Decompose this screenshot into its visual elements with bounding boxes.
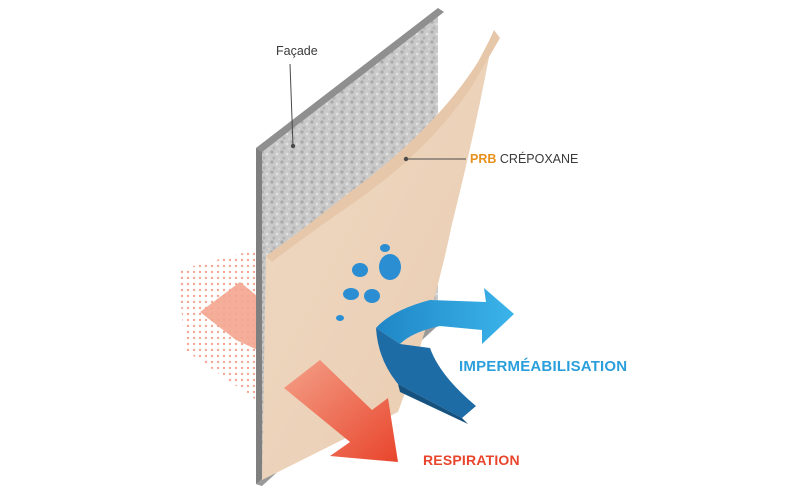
prb-leader-dot bbox=[403, 156, 409, 162]
coating-label: PRB CRÉPOXANE bbox=[470, 152, 578, 166]
leader-lines bbox=[289, 63, 466, 162]
facade-leader-line bbox=[289, 63, 294, 147]
respiration-arrow bbox=[284, 360, 398, 462]
facade-label: Façade bbox=[276, 44, 318, 58]
respiration-label: RESPIRATION bbox=[423, 452, 520, 468]
waterproofing-label: IMPERMÉABILISATION bbox=[459, 358, 628, 375]
droplets-icon bbox=[336, 244, 401, 321]
product-name: CRÉPOXANE bbox=[499, 152, 579, 166]
brand-name: PRB bbox=[470, 152, 497, 166]
facade-leader-dot bbox=[290, 143, 296, 149]
waterproofing-arrow bbox=[376, 288, 514, 424]
respiration-arrow-back bbox=[200, 282, 262, 352]
